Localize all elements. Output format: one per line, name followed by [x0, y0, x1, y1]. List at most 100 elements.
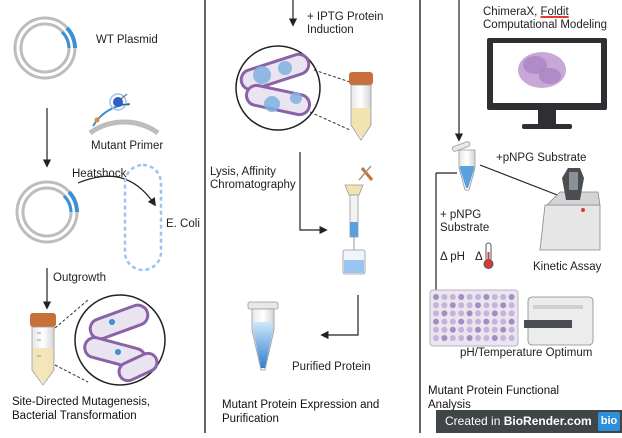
- plate-well: [449, 318, 456, 325]
- arrow-heatshock: [77, 175, 156, 207]
- induction-tube: [349, 72, 373, 141]
- biorender-logo-icon: bio: [598, 412, 620, 431]
- bacteria-zoom: [74, 294, 166, 386]
- plate-well: [466, 302, 473, 309]
- plate-well: [458, 302, 465, 309]
- plate-well: [466, 326, 473, 333]
- label-ph-temp: pH/Temperature Optimum: [460, 347, 593, 359]
- plate-well: [491, 310, 498, 317]
- mutant-primer: [88, 93, 160, 136]
- plate-well: [508, 294, 515, 300]
- plate-well: [475, 302, 481, 309]
- plate-well: [483, 326, 490, 333]
- label-modeling: ChimeraX, Foldit Computational Modeling: [483, 6, 608, 31]
- label-wt-plasmid: WT Plasmid: [96, 34, 158, 46]
- plate-well: [475, 335, 481, 341]
- arrow-lysis: [299, 152, 328, 235]
- label-heatshock: Heatshock: [72, 168, 127, 180]
- plate-well: [500, 310, 507, 317]
- plate-well: [466, 310, 473, 317]
- plate-well: [508, 335, 515, 341]
- mutant-plasmid: [15, 180, 79, 244]
- plate-well: [475, 318, 481, 325]
- plate-well: [483, 302, 490, 309]
- kinetic-instrument: [539, 168, 601, 251]
- wt-plasmid: [13, 16, 77, 80]
- induction-zoom: [235, 45, 321, 131]
- chromatography-column: [342, 165, 374, 275]
- ecoli-cell: [123, 163, 163, 272]
- plate-well: [441, 294, 448, 300]
- plate-well: [475, 310, 481, 317]
- label-outgrowth: Outgrowth: [53, 272, 107, 284]
- thermometer-icon: [483, 242, 494, 269]
- sample-tube: [452, 141, 476, 191]
- plate-well: [508, 318, 515, 325]
- plate-well: [508, 326, 515, 333]
- arrow-to-kinetic: [479, 164, 567, 200]
- monitor: [487, 38, 607, 129]
- culture-tube: [30, 313, 56, 386]
- badge-brand: BioRender.com: [503, 414, 592, 428]
- plate-well: [491, 318, 498, 325]
- label-kinetic: Kinetic Assay: [533, 261, 602, 273]
- label-delta-ph: Δ pH: [440, 251, 465, 263]
- plate-well: [483, 335, 490, 341]
- plate-well: [508, 302, 515, 309]
- plate-well: [508, 310, 515, 317]
- plate-well: [483, 294, 490, 300]
- purified-protein-tube: [247, 301, 279, 371]
- plate-well: [441, 335, 448, 341]
- well-plate: [429, 289, 519, 347]
- plate-well: [491, 326, 498, 333]
- plate-well: [449, 310, 456, 317]
- plate-well: [483, 310, 490, 317]
- plate-well: [500, 326, 507, 333]
- badge-created-in: Created in: [445, 414, 504, 428]
- label-ecoli: E. Coli: [166, 218, 200, 230]
- plate-well: [458, 310, 465, 317]
- label-mutant-primer: Mutant Primer: [91, 140, 164, 152]
- label-pnpg-top: +pNPG Substrate: [496, 152, 587, 164]
- plate-well: [449, 302, 456, 309]
- plate-well: [433, 335, 439, 341]
- plate-well: [466, 294, 473, 300]
- plate-well: [433, 310, 439, 317]
- plate-well: [449, 326, 456, 333]
- plate-well: [466, 318, 473, 325]
- label-purified: Purified Protein: [292, 361, 371, 373]
- plate-well: [441, 326, 448, 333]
- plate-well: [433, 294, 439, 300]
- plate-well: [466, 335, 473, 341]
- arrow-purify: [320, 295, 359, 340]
- plate-reader: [524, 296, 594, 346]
- plate-well: [441, 310, 448, 317]
- plate-well: [433, 318, 439, 325]
- plate-well: [458, 326, 465, 333]
- plate-well: [500, 335, 507, 341]
- plate-well: [449, 335, 456, 341]
- caption-col1: Site-Directed Mutagenesis,Bacterial Tran…: [12, 396, 151, 422]
- plate-well: [491, 294, 498, 300]
- biorender-badge[interactable]: Created in BioRender.com bio: [436, 410, 622, 433]
- plate-well: [449, 294, 456, 300]
- plate-well: [441, 302, 448, 309]
- plate-well: [458, 335, 465, 341]
- label-delta-temp: Δ: [475, 251, 483, 263]
- plate-well: [483, 318, 490, 325]
- plate-well: [491, 302, 498, 309]
- plate-well: [475, 326, 481, 333]
- plate-well: [458, 294, 465, 300]
- plate-well: [433, 326, 439, 333]
- plate-well: [433, 302, 439, 309]
- plate-well: [475, 294, 481, 300]
- plate-well: [491, 335, 498, 341]
- plate-well: [500, 318, 507, 325]
